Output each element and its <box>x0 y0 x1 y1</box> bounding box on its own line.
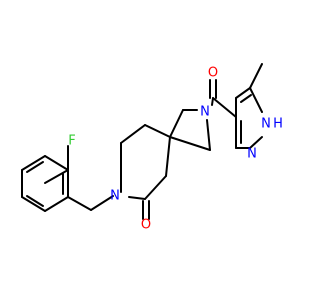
amide-nitrogen-label: N <box>110 189 120 204</box>
benzyl-n-bond <box>90 195 114 211</box>
bond <box>169 109 184 138</box>
double-bond-inner <box>240 94 252 103</box>
bond <box>169 136 211 151</box>
piperidinone-ring <box>120 124 171 200</box>
pyrazole-nh-hydrogen-label: H <box>273 117 283 132</box>
pyrazole-n-label: N <box>247 147 257 162</box>
pyrrolidine-nitrogen-label: N <box>200 105 210 120</box>
bond <box>165 136 171 177</box>
bond <box>249 136 263 149</box>
bond <box>44 155 69 171</box>
bond <box>249 87 263 113</box>
carbonyl-oxygen-bottom-label: O <box>141 218 151 233</box>
methyl-bond <box>249 63 263 89</box>
double-bond-inner <box>26 161 44 173</box>
benzyl-bond <box>67 196 92 211</box>
bond <box>144 124 171 138</box>
bond <box>120 124 146 144</box>
carbonyl-oxygen-top-label: O <box>208 66 218 81</box>
bond <box>21 155 46 171</box>
bond <box>44 196 69 212</box>
pyrrolidine-ring <box>169 109 211 151</box>
pyrazole-ring <box>235 87 263 149</box>
bond <box>44 169 69 184</box>
bond <box>212 97 237 118</box>
bond <box>206 119 211 151</box>
bond <box>21 196 46 212</box>
fluorophenyl-ring <box>21 155 69 212</box>
amide-n-c-bond <box>211 97 214 106</box>
double-bond-inner <box>26 195 44 207</box>
pyrazole-nh-nitrogen-label: N <box>261 117 271 132</box>
bond <box>235 87 251 99</box>
bond <box>128 196 146 200</box>
molecule-canvas: F N O N O N H N <box>21 63 283 233</box>
molecule-structure: F N O N O N H N <box>21 63 283 233</box>
fluorine-atom-label: F <box>68 134 75 149</box>
bond <box>144 175 167 200</box>
